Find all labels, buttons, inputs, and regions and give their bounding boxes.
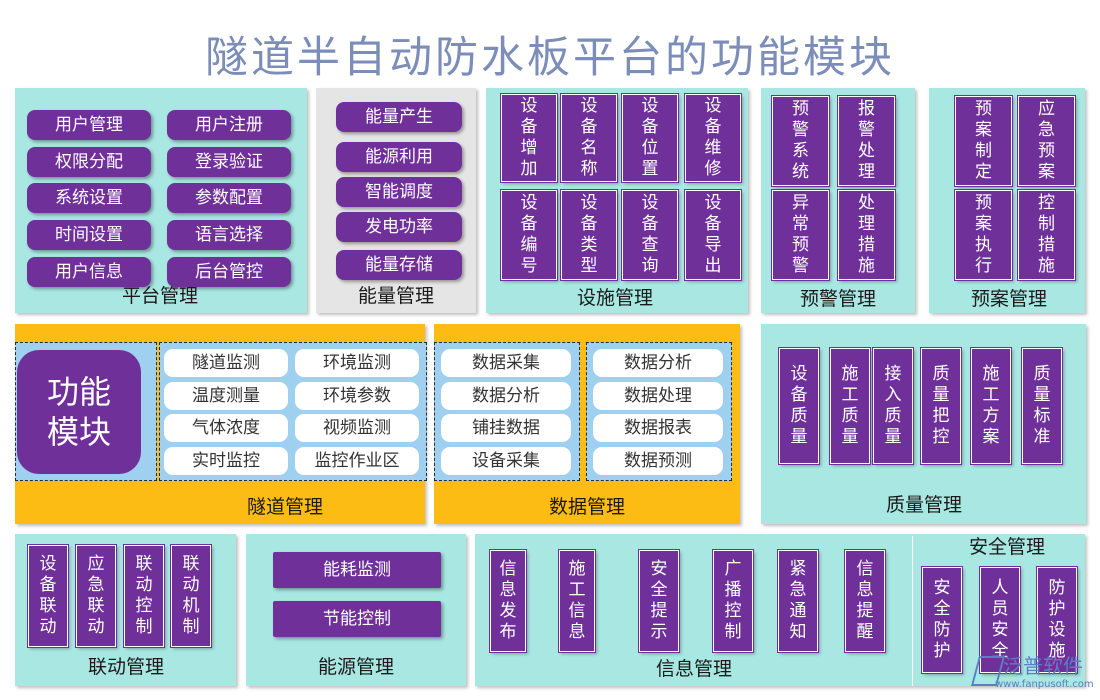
safety-item[interactable]: 人员安全	[979, 566, 1021, 674]
tunnel-item[interactable]: 环境监测	[295, 349, 419, 377]
platform-item[interactable]: 用户注册	[167, 110, 291, 140]
data-item[interactable]: 铺挂数据	[441, 414, 571, 442]
info-item[interactable]: 信息发布	[489, 549, 527, 653]
platform-item[interactable]: 语言选择	[167, 220, 291, 250]
linkage-label: 联动管理	[87, 656, 164, 678]
linkage-item[interactable]: 设备联动	[27, 544, 69, 648]
quality-item[interactable]: 设备质量	[778, 347, 820, 465]
platform-item[interactable]: 参数配置	[167, 183, 291, 213]
facility-item[interactable]: 设备编号	[500, 189, 558, 281]
quality-item[interactable]: 施工方案	[970, 347, 1012, 465]
platform-item[interactable]: 权限分配	[27, 147, 151, 177]
warning-label: 预警管理	[799, 288, 876, 310]
safety-item[interactable]: 安全防护	[921, 566, 963, 674]
warning-item[interactable]: 异常预警	[771, 189, 830, 281]
energy-label: 能量管理	[357, 285, 434, 307]
energy-item[interactable]: 发电功率	[336, 212, 462, 242]
energy-item[interactable]: 能量存储	[336, 250, 462, 280]
power-item[interactable]: 能耗监测	[273, 552, 441, 588]
facility-item[interactable]: 设备维修	[684, 93, 742, 183]
info-item[interactable]: 信息提醒	[844, 549, 886, 653]
tunnel-item[interactable]: 温度测量	[164, 382, 288, 410]
quality-item[interactable]: 质量标准	[1021, 347, 1063, 465]
info-label: 信息管理	[655, 658, 732, 680]
page-title: 隧道半自动防水板平台的功能模块	[205, 33, 895, 83]
tunnel-item[interactable]: 环境参数	[295, 382, 419, 410]
plan-item[interactable]: 预案执行	[954, 189, 1013, 281]
facility-item[interactable]: 设备类型	[560, 189, 618, 281]
tunnel-label: 隧道管理	[246, 496, 323, 518]
tunnel-item[interactable]: 实时监控	[164, 447, 288, 475]
facility-item[interactable]: 设备增加	[500, 93, 558, 183]
data-item[interactable]: 数据采集	[441, 349, 571, 377]
logo-text: 泛普软件	[1003, 654, 1083, 678]
quality-label: 质量管理	[885, 494, 962, 516]
power-item[interactable]: 节能控制	[273, 601, 441, 637]
warning-item[interactable]: 报警处理	[837, 95, 896, 187]
quality-item[interactable]: 接入质量	[872, 347, 914, 465]
data-item[interactable]: 设备采集	[441, 447, 571, 475]
plan-label: 预案管理	[970, 288, 1047, 310]
facility-item[interactable]: 设备导出	[684, 189, 742, 281]
data-label: 数据管理	[548, 496, 625, 518]
linkage-item[interactable]: 应急联动	[75, 544, 117, 648]
energy-item[interactable]: 智能调度	[336, 177, 462, 207]
facility-item[interactable]: 设备名称	[560, 93, 618, 183]
platform-item[interactable]: 用户信息	[27, 257, 151, 287]
linkage-item[interactable]: 联动机制	[170, 544, 212, 648]
warning-item[interactable]: 处理措施	[837, 189, 896, 281]
info-item[interactable]: 安全提示	[638, 549, 680, 653]
tunnel-item[interactable]: 视频监测	[295, 414, 419, 442]
brand-logo: 泛普软件 www.fanpusoft.com	[970, 654, 1095, 696]
platform-label: 平台管理	[121, 285, 198, 307]
warning-item[interactable]: 预警系统	[771, 95, 830, 187]
data-item[interactable]: 数据分析	[593, 349, 723, 377]
tunnel-item[interactable]: 监控作业区	[295, 447, 419, 475]
platform-item[interactable]: 登录验证	[167, 147, 291, 177]
safety-divider	[912, 536, 913, 686]
facility-item[interactable]: 设备位置	[621, 93, 679, 183]
data-item[interactable]: 数据预测	[593, 447, 723, 475]
facility-item[interactable]: 设备查询	[621, 189, 679, 281]
facility-label: 设施管理	[576, 287, 653, 309]
platform-item[interactable]: 用户管理	[27, 110, 151, 140]
info-item[interactable]: 施工信息	[558, 549, 596, 653]
platform-item[interactable]: 时间设置	[27, 220, 151, 250]
quality-item[interactable]: 质量把控	[920, 347, 962, 465]
linkage-item[interactable]: 联动控制	[123, 544, 165, 648]
safety-label: 安全管理	[968, 536, 1045, 558]
safety-item[interactable]: 防护设施	[1036, 566, 1078, 674]
data-item[interactable]: 数据分析	[441, 382, 571, 410]
data-item[interactable]: 数据处理	[593, 382, 723, 410]
energy-item[interactable]: 能源利用	[336, 142, 462, 172]
plan-item[interactable]: 控制措施	[1017, 189, 1076, 281]
info-item[interactable]: 广播控制	[712, 549, 754, 653]
quality-item[interactable]: 施工质量	[829, 347, 871, 465]
tunnel-item[interactable]: 气体浓度	[164, 414, 288, 442]
power-label: 能源管理	[317, 656, 394, 678]
energy-item[interactable]: 能量产生	[336, 102, 462, 132]
platform-item[interactable]: 系统设置	[27, 183, 151, 213]
plan-item[interactable]: 预案制定	[954, 95, 1013, 187]
logo-url: www.fanpusoft.com	[995, 679, 1094, 690]
function-module-box: 功能模块	[17, 350, 141, 474]
platform-item[interactable]: 后台管控	[167, 257, 291, 287]
tunnel-item[interactable]: 隧道监测	[164, 349, 288, 377]
info-item[interactable]: 紧急通知	[777, 549, 819, 653]
plan-item[interactable]: 应急预案	[1017, 95, 1076, 187]
data-item[interactable]: 数据报表	[593, 414, 723, 442]
